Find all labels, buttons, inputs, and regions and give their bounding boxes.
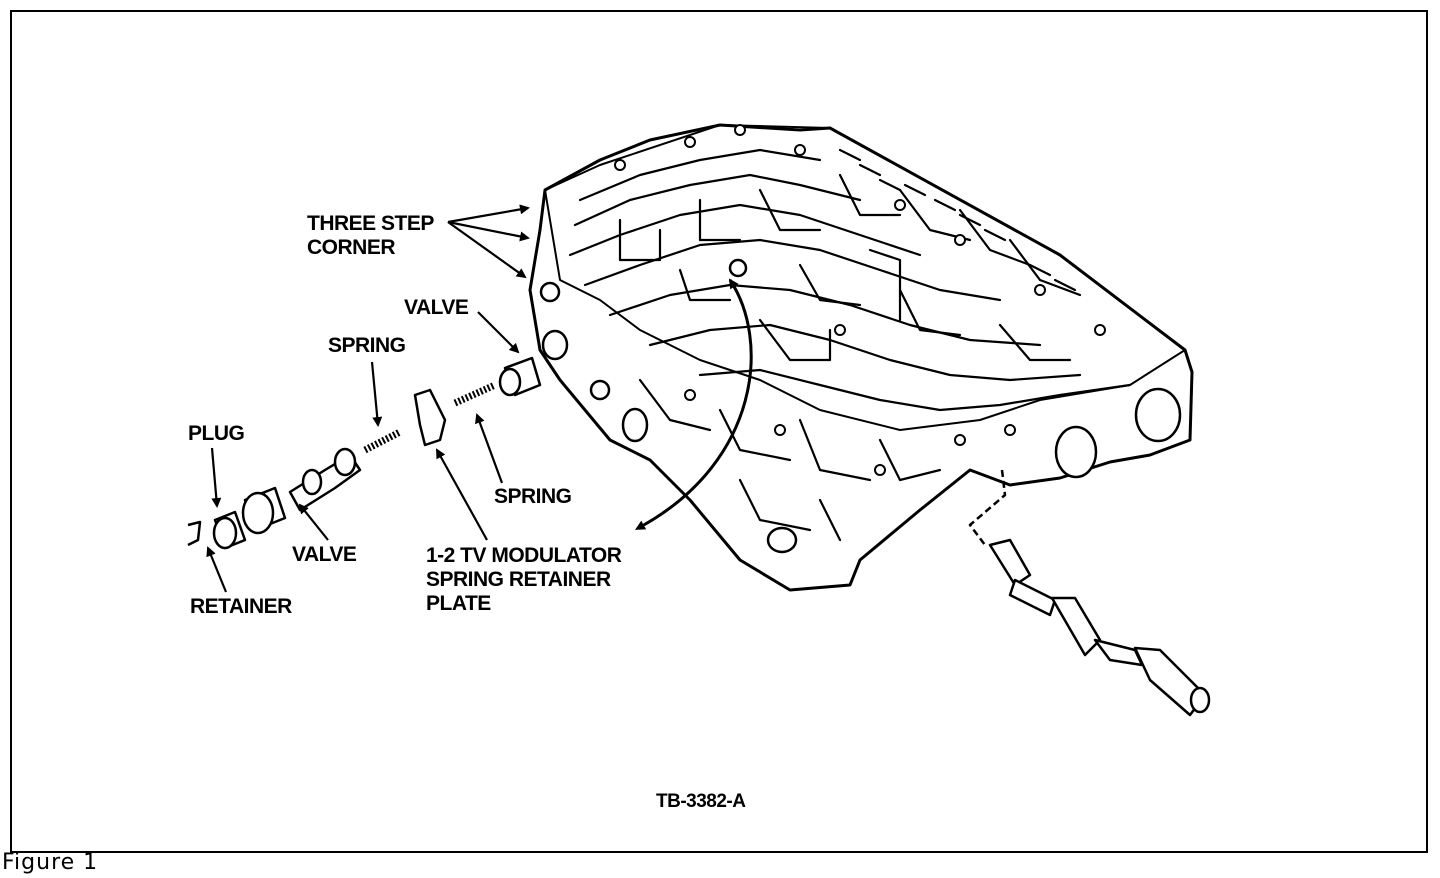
label-three-step-corner: THREE STEP CORNER [307,212,434,260]
three-step-line-1: THREE STEP [307,212,434,235]
label-valve-lower: VALVE [292,543,357,566]
figure-caption: Figure 1 [2,850,99,875]
drawing-id: TB-3382-A [656,791,746,812]
label-plug: PLUG [188,422,245,445]
modulator-line-2: SPRING RETAINER [426,568,611,591]
modulator-line-3: PLATE [426,592,491,615]
exploded-parts [187,356,542,550]
label-spring-lower: SPRING [494,485,572,508]
modulator-line-1: 1-2 TV MODULATOR [426,544,622,567]
label-modulator-plate: 1-2 TV MODULATOR SPRING RETAINER PLATE [426,544,622,616]
manual-valve-rod [968,469,1211,717]
label-spring-upper: SPRING [328,334,406,357]
label-valve-upper: VALVE [404,296,469,319]
valve-body [528,123,1194,592]
label-retainer: RETAINER [190,595,292,618]
three-step-line-2: CORNER [307,236,396,259]
figure-frame [10,10,1428,853]
leader-arrows [206,204,753,593]
